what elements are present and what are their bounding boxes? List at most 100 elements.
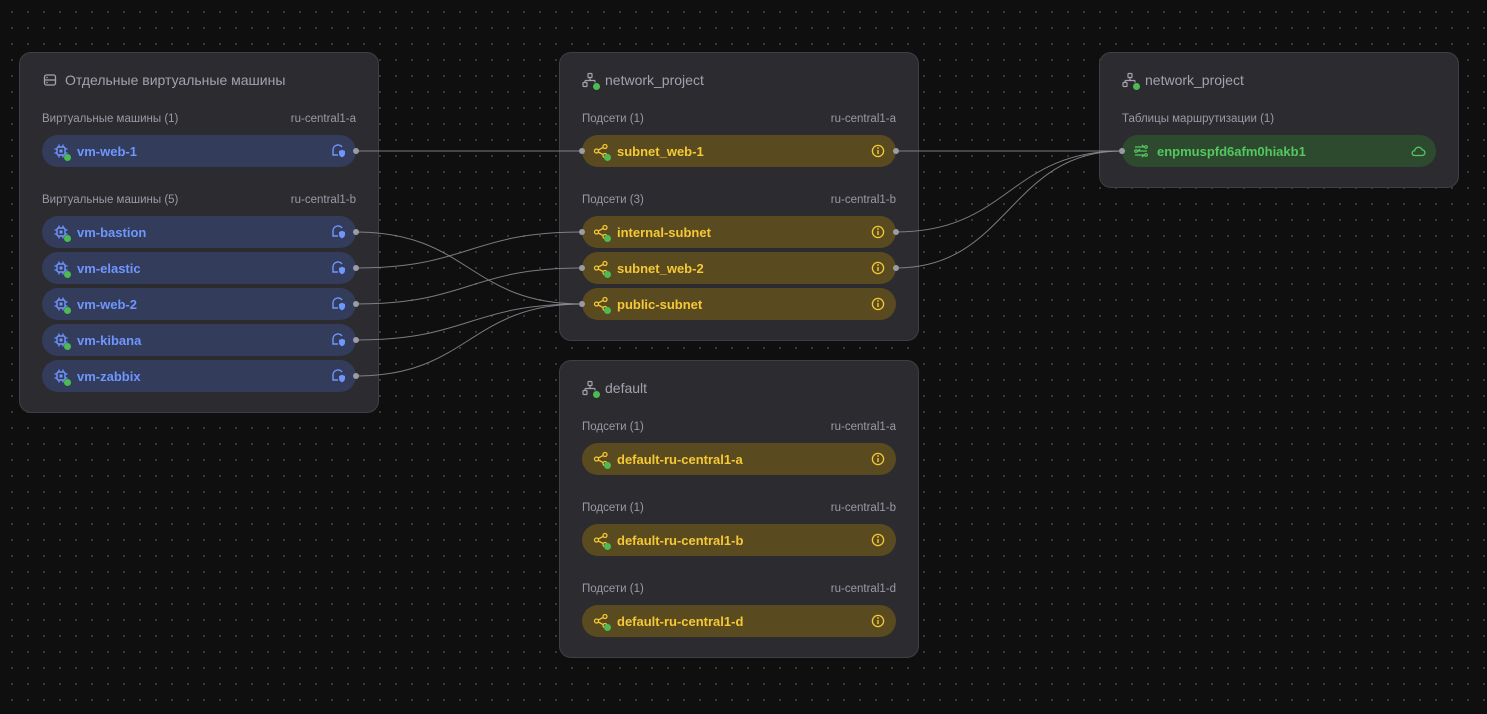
security-group-icon[interactable] [330, 368, 346, 384]
route-table-name: enpmuspfd6afm0hiakb1 [1157, 143, 1306, 159]
vm-chip-icon [53, 296, 71, 314]
vm-name: vm-elastic [77, 260, 141, 276]
subnet-group-zone: ru-central1-b [830, 502, 896, 514]
vm-name: vm-bastion [77, 224, 147, 240]
vm-node-vm-web-2[interactable]: vm-web-2 [42, 288, 356, 320]
connection-vm-bastion-to-public-subnet [355, 231, 583, 305]
subnet-group-zone: ru-central1-a [830, 113, 896, 125]
subnet-icon [593, 143, 611, 161]
security-group-icon[interactable] [330, 296, 346, 312]
info-icon[interactable] [870, 296, 886, 312]
vm-name: vm-web-1 [77, 143, 137, 159]
connection-subnet_web-2-to-enpmuspfd6afm0hiakb1 [895, 150, 1123, 269]
server-list-icon [42, 72, 58, 88]
info-icon[interactable] [870, 613, 886, 629]
vm-chip-icon [53, 260, 71, 278]
route-table-node[interactable]: enpmuspfd6afm0hiakb1 [1122, 135, 1436, 167]
vm-group-header-b: Виртуальные машины (5) ru-central1-b [42, 193, 356, 207]
subnet-icon [593, 296, 611, 314]
vm-group-zone: ru-central1-a [290, 113, 356, 125]
subnet-node-subnet_web-1[interactable]: subnet_web-1 [582, 135, 896, 167]
vm-panel-title-text: Отдельные виртуальные машины [65, 72, 286, 88]
subnet-icon [593, 260, 611, 278]
vm-node-vm-zabbix[interactable]: vm-zabbix [42, 360, 356, 392]
subnet-node-public-subnet[interactable]: public-subnet [582, 288, 896, 320]
subnet-icon [593, 224, 611, 242]
vm-name: vm-zabbix [77, 368, 141, 384]
connection-vm-kibana-to-public-subnet [355, 303, 583, 341]
security-group-icon[interactable] [330, 143, 346, 159]
subnet-group-label: Подсети (1) [582, 421, 644, 433]
subnet-node-default-ru-central1-a[interactable]: default-ru-central1-a [582, 443, 896, 475]
network-project-panel: network_project Подсети (1) ru-central1-… [559, 52, 919, 341]
route-group-label: Таблицы маршрутизации (1) [1122, 113, 1275, 125]
route-table-panel: network_project Таблицы маршрутизации (1… [1099, 52, 1459, 188]
route-panel-title: network_project [1122, 71, 1244, 90]
subnet-icon [593, 451, 611, 469]
connection-internal-subnet-to-enpmuspfd6afm0hiakb1 [895, 150, 1123, 233]
default-panel-title: default [582, 379, 648, 398]
default-group-header-d: Подсети (1) ru-central1-d [582, 582, 896, 596]
network-panel-title: network_project [582, 71, 704, 90]
vm-panel: Отдельные виртуальные машины Виртуальные… [19, 52, 379, 413]
security-group-icon[interactable] [330, 224, 346, 240]
subnet-node-default-ru-central1-b[interactable]: default-ru-central1-b [582, 524, 896, 556]
route-group-header: Таблицы маршрутизации (1) [1122, 112, 1436, 126]
subnet-group-label: Подсети (1) [582, 502, 644, 514]
default-group-header-a: Подсети (1) ru-central1-a [582, 420, 896, 434]
subnet-node-internal-subnet[interactable]: internal-subnet [582, 216, 896, 248]
subnet-group-zone: ru-central1-b [830, 194, 896, 206]
vm-group-header-a: Виртуальные машины (1) ru-central1-a [42, 112, 356, 126]
subnet-group-label: Подсети (3) [582, 194, 644, 206]
subnet-name: default-ru-central1-b [617, 532, 744, 548]
subnet-group-zone: ru-central1-a [830, 421, 896, 433]
vm-group-label: Виртуальные машины (5) [42, 194, 179, 206]
vm-node-vm-kibana[interactable]: vm-kibana [42, 324, 356, 356]
info-icon[interactable] [870, 451, 886, 467]
vm-node-vm-bastion[interactable]: vm-bastion [42, 216, 356, 248]
subnet-name: default-ru-central1-a [617, 451, 743, 467]
vm-chip-icon [53, 332, 71, 350]
vm-chip-icon [53, 143, 71, 161]
connection-vm-web-2-to-subnet_web-2 [355, 267, 583, 305]
connection-vm-zabbix-to-public-subnet [355, 303, 583, 377]
subnet-name: internal-subnet [617, 224, 711, 240]
subnet-group-label: Подсети (1) [582, 583, 644, 595]
security-group-icon[interactable] [330, 332, 346, 348]
subnet-name: public-subnet [617, 296, 703, 312]
vm-panel-title: Отдельные виртуальные машины [42, 71, 285, 89]
subnet-group-header-b: Подсети (3) ru-central1-b [582, 193, 896, 207]
subnet-name: subnet_web-1 [617, 143, 704, 159]
vm-chip-icon [53, 224, 71, 242]
network-icon [1122, 72, 1140, 90]
vm-node-vm-web-1[interactable]: vm-web-1 [42, 135, 356, 167]
vm-node-vm-elastic[interactable]: vm-elastic [42, 252, 356, 284]
vm-chip-icon [53, 368, 71, 386]
subnet-icon [593, 613, 611, 631]
vm-group-label: Виртуальные машины (1) [42, 113, 179, 125]
default-group-header-b: Подсети (1) ru-central1-b [582, 501, 896, 515]
subnet-group-header-a: Подсети (1) ru-central1-a [582, 112, 896, 126]
info-icon[interactable] [870, 260, 886, 276]
vm-name: vm-kibana [77, 332, 142, 348]
subnet-node-subnet_web-2[interactable]: subnet_web-2 [582, 252, 896, 284]
network-icon [582, 380, 600, 398]
vm-name: vm-web-2 [77, 296, 137, 312]
subnet-icon [593, 532, 611, 550]
route-table-icon [1133, 143, 1149, 159]
subnet-name: subnet_web-2 [617, 260, 704, 276]
default-panel-title-text: default [605, 380, 648, 396]
connection-vm-elastic-to-internal-subnet [355, 231, 583, 269]
route-panel-title-text: network_project [1145, 72, 1244, 88]
network-panel-title-text: network_project [605, 72, 704, 88]
subnet-name: default-ru-central1-d [617, 613, 744, 629]
network-icon [582, 72, 600, 90]
subnet-node-default-ru-central1-d[interactable]: default-ru-central1-d [582, 605, 896, 637]
security-group-icon[interactable] [330, 260, 346, 276]
subnet-group-zone: ru-central1-d [830, 583, 896, 595]
info-icon[interactable] [870, 224, 886, 240]
subnet-group-label: Подсети (1) [582, 113, 644, 125]
info-icon[interactable] [870, 532, 886, 548]
info-icon[interactable] [870, 143, 886, 159]
cloud-icon[interactable] [1410, 143, 1426, 159]
